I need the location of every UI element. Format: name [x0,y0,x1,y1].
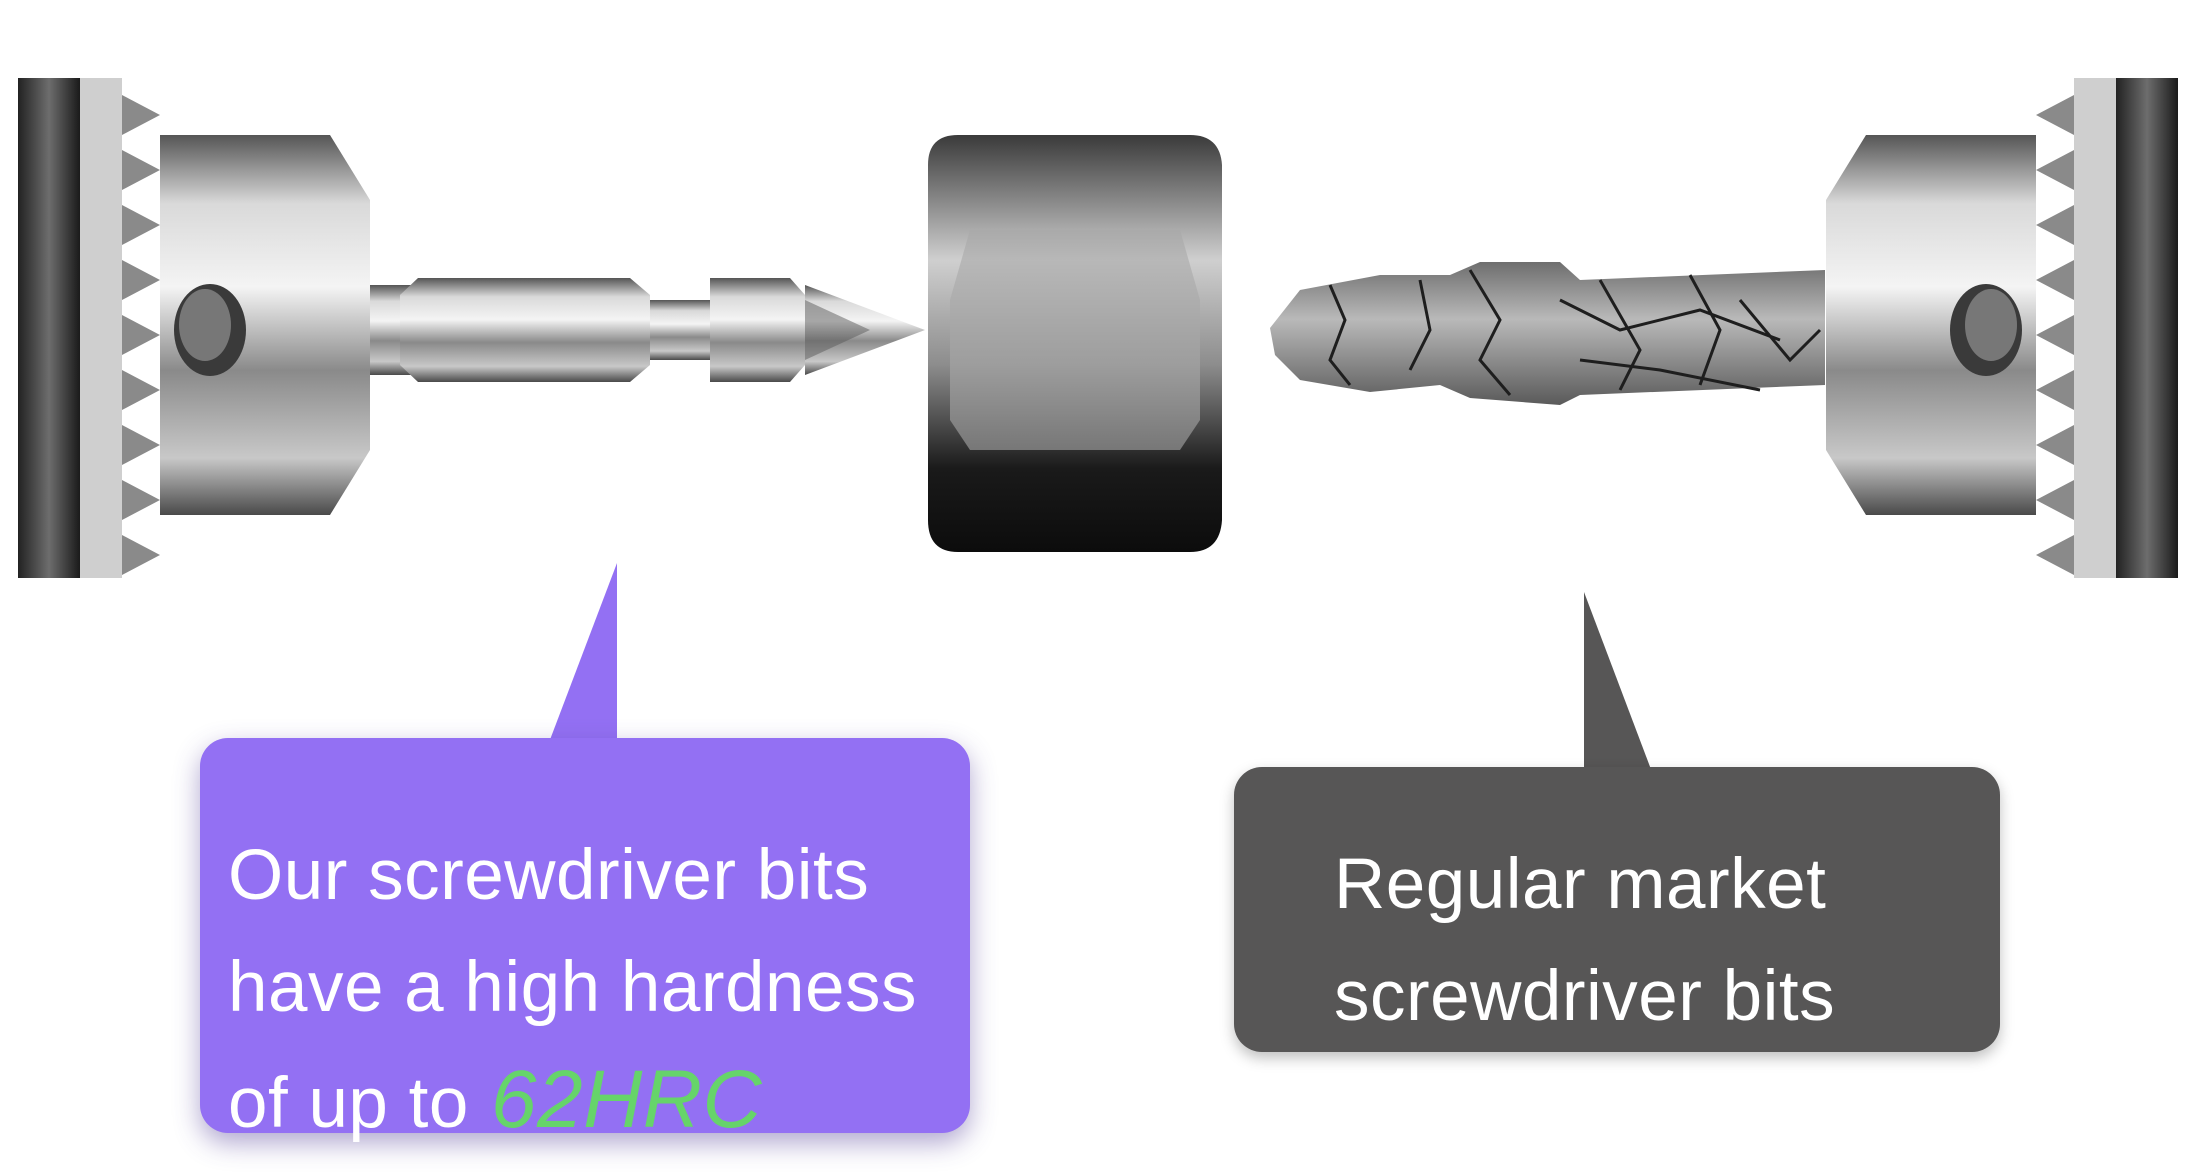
ours-callout-prefix: of up to [228,1064,469,1143]
regular-broken-bit [1270,262,1825,405]
ours-callout: Our screwdriver bits have a high hardnes… [200,738,970,1145]
ours-callout-line-2: have a high hardness [228,948,917,1027]
hex-nut [928,135,1222,552]
ours-callout-line-1: Our screwdriver bits [228,836,870,915]
left-drill-chuck [18,78,370,578]
ours-callout-line-3: of up to 62HRC [228,1044,970,1160]
ours-callout-pointer [548,563,617,745]
right-drill-chuck [1826,78,2178,578]
regular-callout-line-1: Regular market [1334,845,1827,924]
our-screwdriver-bit [370,278,925,382]
regular-callout-line-2: screwdriver bits [1334,957,1836,1036]
regular-callout: Regular market screwdriver bits [1234,767,2000,1052]
regular-callout-pointer [1584,592,1652,772]
hardness-value: 62HRC [490,1054,763,1145]
